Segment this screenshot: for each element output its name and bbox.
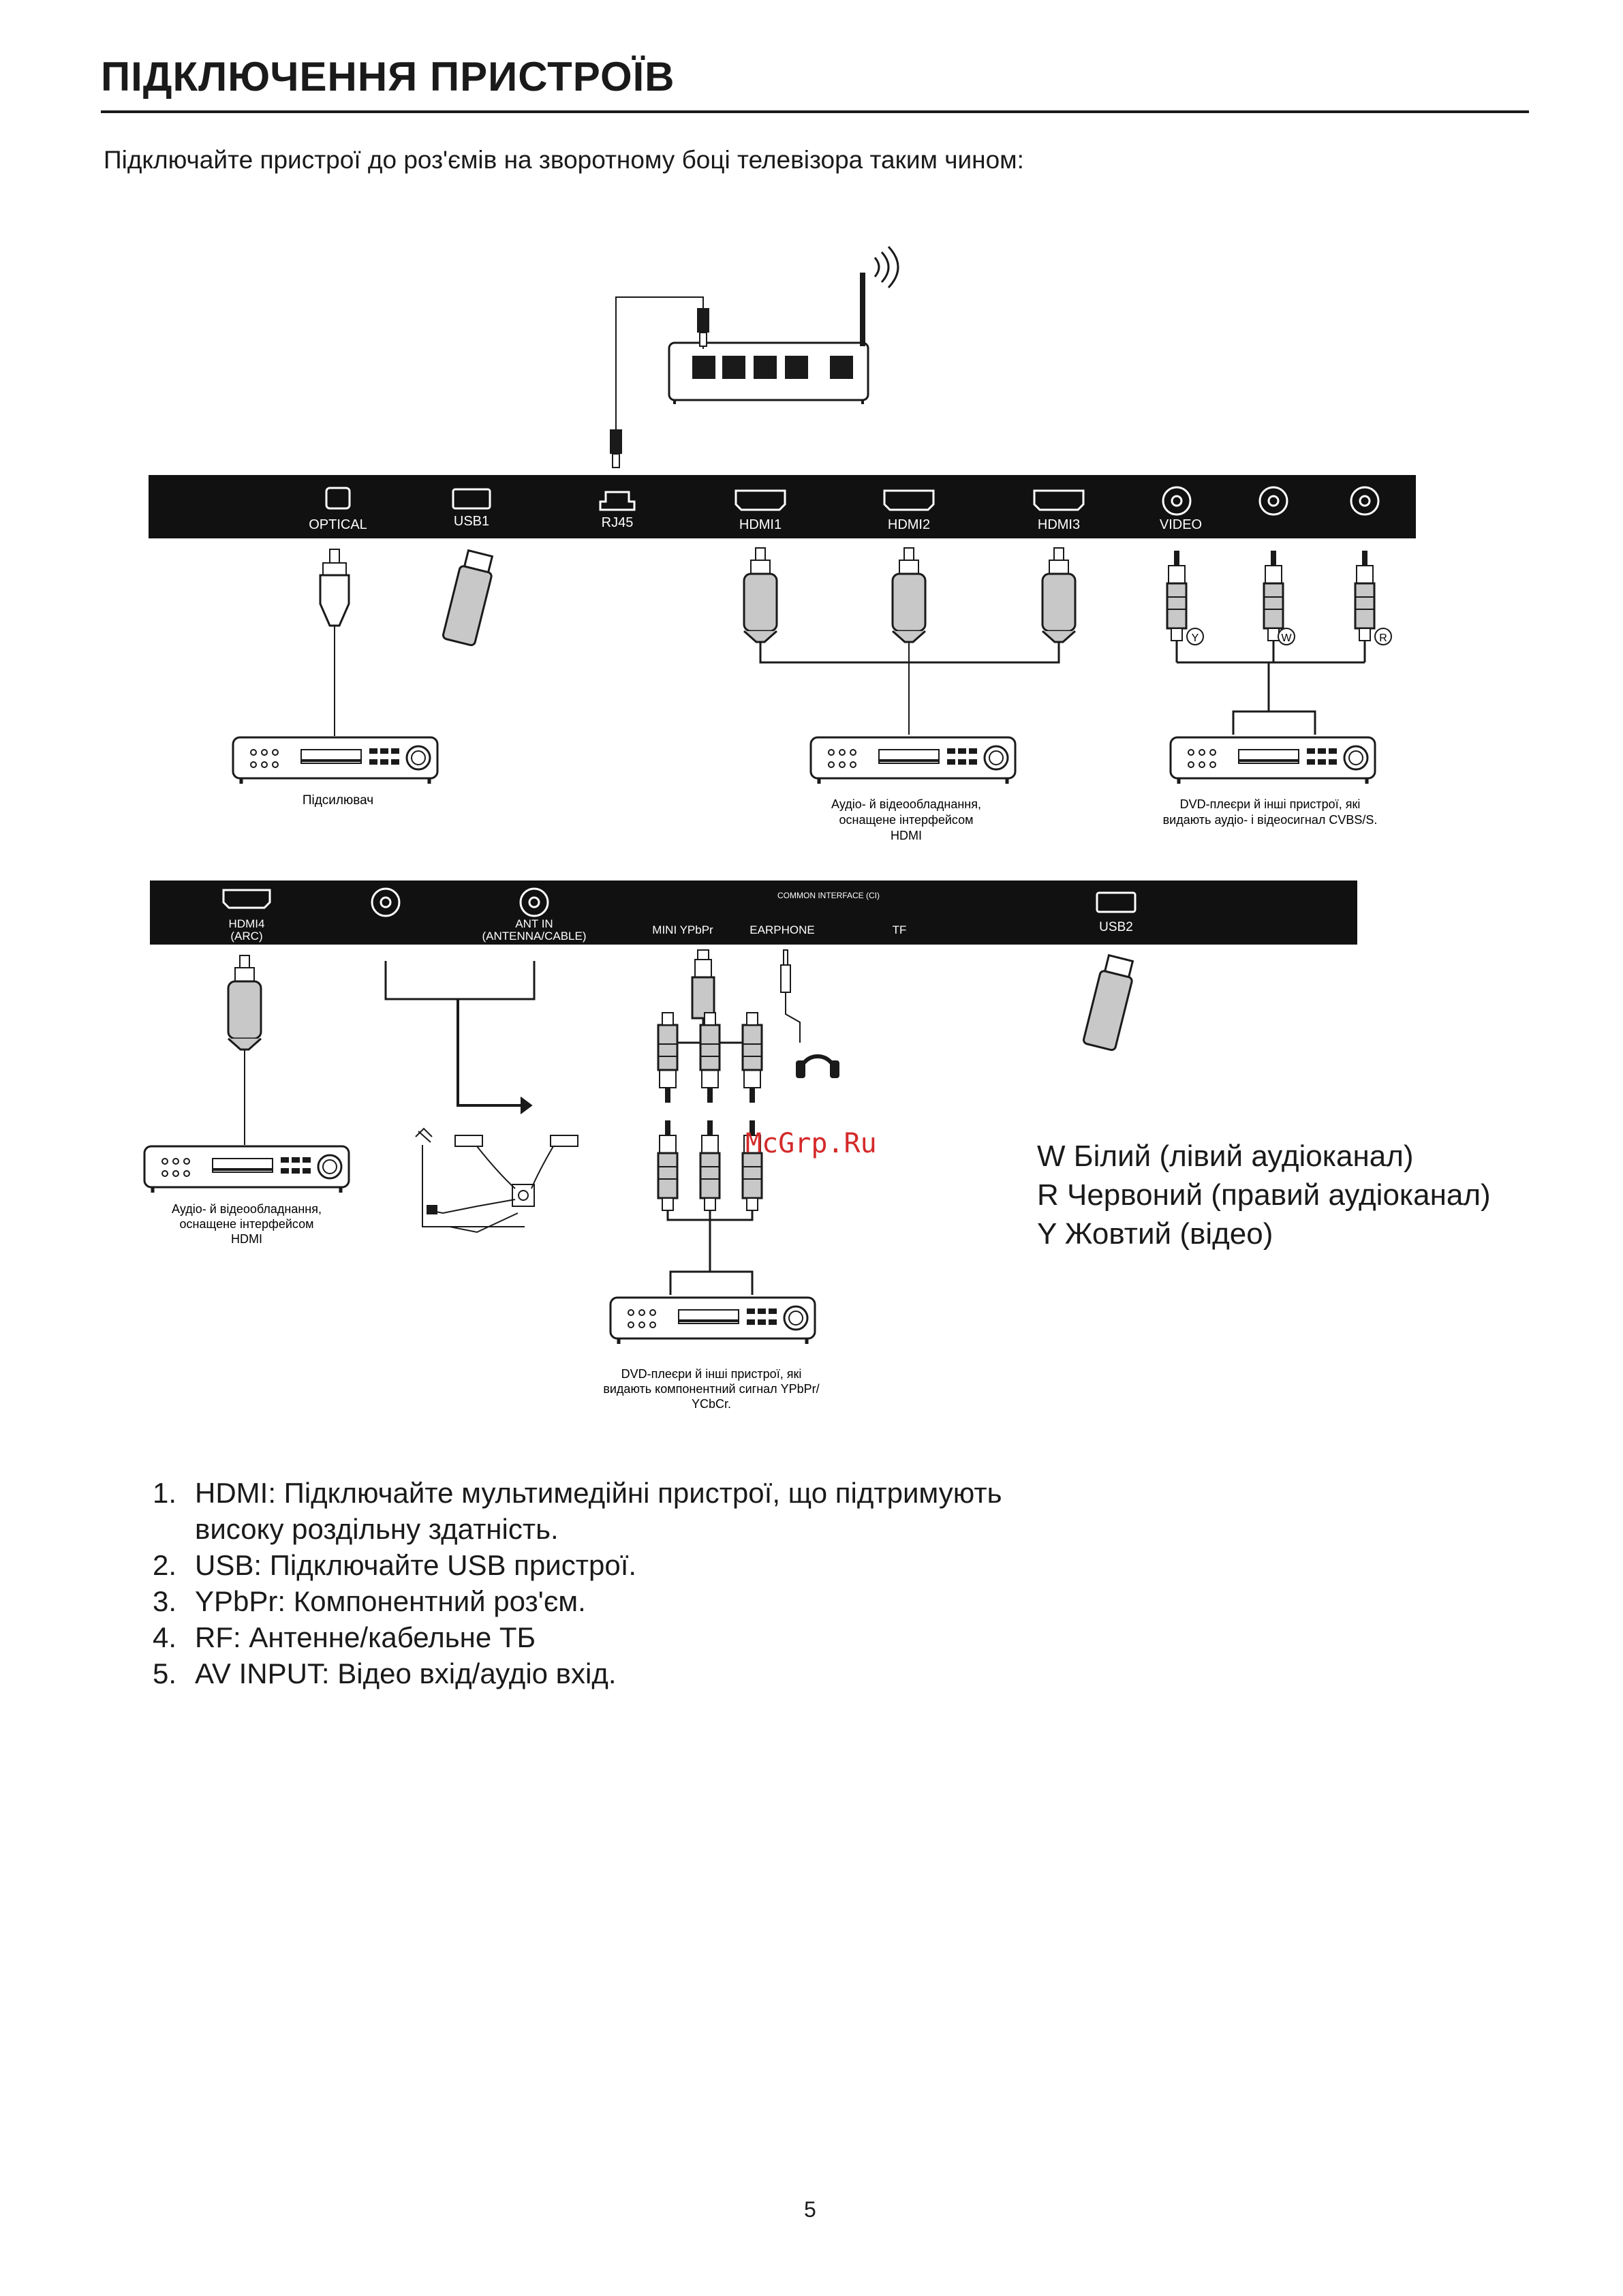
dvd-cvbs-device [1171, 737, 1375, 784]
dvd-ypbpr-caption-2: видають компонентний сигнал YPbPr/ [603, 1382, 819, 1396]
color-legend: W Білий (лівий аудіоканал) R Червоний (п… [1037, 1137, 1491, 1253]
title-divider [101, 110, 1529, 113]
av-hdmi-device [811, 737, 1015, 784]
av-hdmi-arc-device [144, 1146, 349, 1193]
usb-stick-2 [1081, 953, 1138, 1052]
note-number: 5. [153, 1657, 177, 1689]
amplifier-caption: Підсилювач [303, 793, 373, 808]
port-label-usb2: USB2 [1099, 920, 1133, 934]
amplifier-device [233, 737, 437, 784]
notes-list: 1. HDMI: Підключайте мультимедійні прист… [153, 1475, 1002, 1692]
page-title: ПІДКЛЮЧЕННЯ ПРИСТРОЇВ [101, 54, 675, 100]
port-label-common-interface: COMMON INTERFACE (CI) [777, 891, 880, 900]
note-item: 2. USB: Підключайте USB пристрої. [153, 1547, 1002, 1583]
dvd-ypbpr-device [610, 1298, 815, 1344]
port-label-optical: OPTICAL [309, 517, 367, 532]
note-text: AV INPUT: Відео вхід/аудіо вхід. [195, 1657, 617, 1689]
av-hdmi-caption-3: HDMI [891, 829, 922, 842]
port-label-mini-ypbpr: MINI YPbPr [652, 923, 713, 936]
rca-cables: Y W R [1166, 549, 1392, 735]
component-cables [657, 949, 763, 1295]
hdmi-cables [743, 547, 1077, 735]
av-hdmi-arc-caption-1: Аудіо- й відеообладнання, [172, 1202, 322, 1216]
legend-item-white: W Білий (лівий аудіоканал) [1037, 1139, 1414, 1173]
rca-label-r: R [1379, 632, 1387, 644]
port-label-rj45: RJ45 [602, 515, 634, 530]
router [610, 245, 899, 468]
note-item: 4. RF: Антенне/кабельне ТБ [153, 1619, 1002, 1655]
note-text: RF: Антенне/кабельне ТБ [195, 1621, 536, 1653]
legend-item-yellow: Y Жовтий (відео) [1037, 1217, 1273, 1251]
port-label-hdmi3: HDMI3 [1038, 517, 1080, 532]
intro-text: Підключайте пристрої до роз'ємів на звор… [104, 146, 1024, 174]
av-hdmi-caption-2: оснащене інтерфейсом [839, 813, 974, 827]
optical-cable [319, 549, 350, 736]
note-text-continued: високу роздільну здатність. [195, 1513, 559, 1545]
port-label-antenna-cable: (ANTENNA/CABLE) [482, 930, 586, 943]
note-number: 3. [153, 1585, 177, 1617]
dvd-ypbpr-caption-3: YCbCr. [692, 1397, 731, 1411]
dvd-ypbpr-caption-1: DVD-плеєри й інші пристрої, які [621, 1367, 802, 1381]
port-label-hdmi2: HDMI2 [888, 517, 930, 532]
port-label-hdmi1: HDMI1 [739, 517, 782, 532]
note-number: 4. [153, 1621, 177, 1653]
av-hdmi-caption-1: Аудіо- й відеообладнання, [831, 797, 981, 811]
port-label-video: VIDEO [1160, 517, 1202, 532]
port-label-usb1: USB1 [454, 514, 489, 529]
legend-item-red: R Червоний (правий аудіоканал) [1037, 1178, 1491, 1212]
headphones-icon [796, 1054, 839, 1078]
port-label-arc: (ARC) [230, 930, 262, 943]
connection-diagram: OPTICAL USB1 RJ45 HDMI1 HDMI2 HDMI3 VIDE… [0, 245, 1416, 1411]
rca-label-y: Y [1192, 632, 1199, 644]
note-number: 2. [153, 1549, 177, 1581]
note-text: USB: Підключайте USB пристрої. [195, 1549, 637, 1581]
hdmi4-cable [227, 954, 262, 1145]
port-label-earphone: EARPHONE [749, 923, 814, 936]
back-panel-top: OPTICAL USB1 RJ45 HDMI1 HDMI2 HDMI3 VIDE… [149, 475, 1416, 538]
note-text: HDMI: Підключайте мультимедійні пристрої… [195, 1477, 1002, 1509]
note-item: 5. AV INPUT: Відео вхід/аудіо вхід. [153, 1655, 1002, 1692]
note-number: 1. [153, 1477, 177, 1509]
port-label-ant-in: ANT IN [515, 917, 553, 930]
port-label-hdmi4: HDMI4 [229, 917, 265, 930]
port-label-tf: TF [893, 923, 907, 936]
earphone-cable [780, 949, 801, 1043]
note-text: YPbPr: Компонентний роз'єм. [195, 1585, 586, 1617]
page-number: 5 [804, 2197, 816, 2222]
note-item: 3. YPbPr: Компонентний роз'єм. [153, 1583, 1002, 1619]
rca-label-w: W [1281, 632, 1292, 644]
dvd-cvbs-caption-1: DVD-плеєри й інші пристрої, які [1180, 797, 1361, 811]
antenna-connection [384, 961, 578, 1234]
usb-stick-1 [441, 548, 497, 647]
dvd-cvbs-caption-2: видають аудіо- і відеосигнал CVBS/S. [1163, 813, 1378, 827]
av-hdmi-arc-caption-3: HDMI [231, 1232, 262, 1246]
av-hdmi-arc-caption-2: оснащене інтерфейсом [180, 1217, 314, 1231]
watermark: McGrp.Ru [745, 1128, 877, 1159]
back-panel-bottom: HDMI4 (ARC) ANT IN (ANTENNA/CABLE) MINI … [150, 881, 1357, 945]
note-item: 1. HDMI: Підключайте мультимедійні прист… [153, 1475, 1002, 1547]
